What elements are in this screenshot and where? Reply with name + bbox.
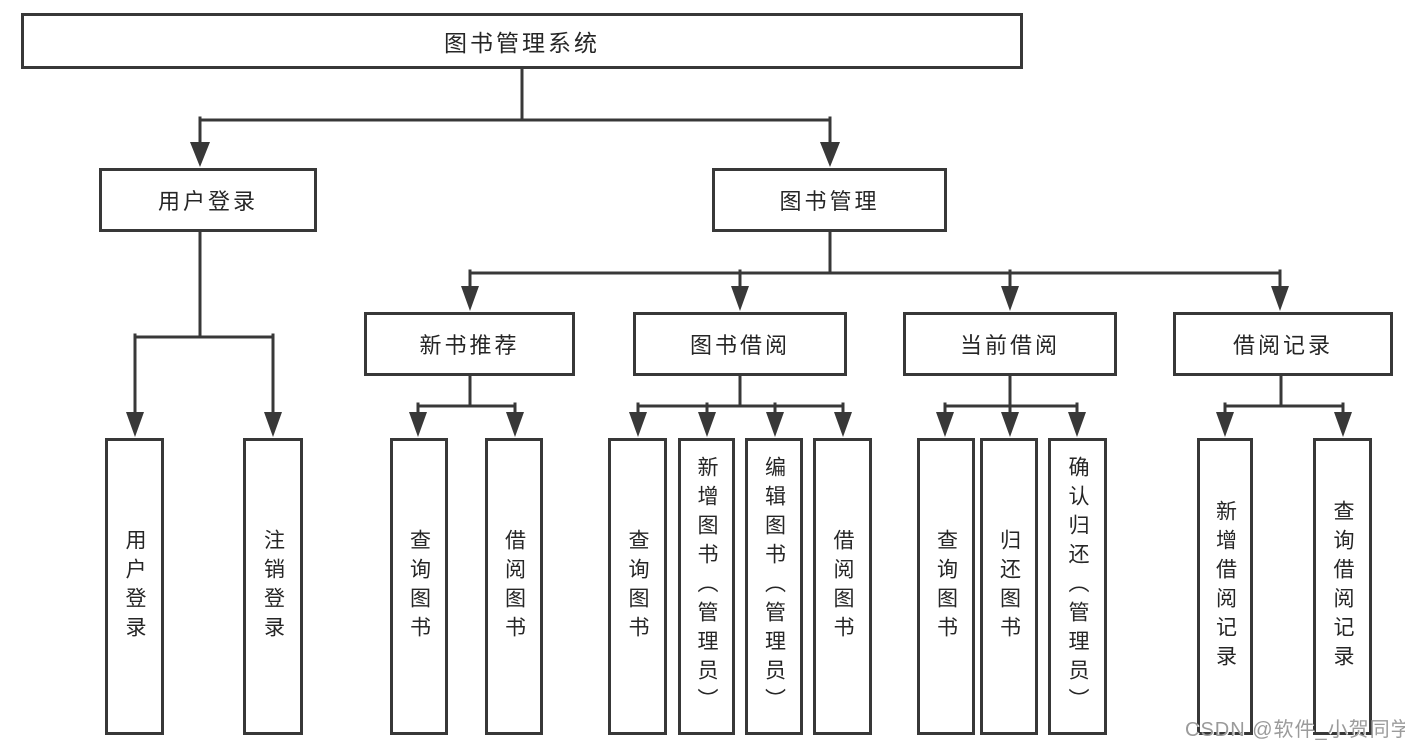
leaf-borrow-add-books-admin: 新增图书（管理员） (678, 438, 735, 735)
arrowhead-icon (126, 412, 144, 437)
arrowhead-icon (409, 412, 427, 437)
node-user-login: 用户登录 (99, 168, 317, 232)
leaf-borrow-edit-books-admin: 编辑图书（管理员） (745, 438, 803, 735)
connector-user-login-children (126, 230, 282, 437)
leaf-recommend-query-books: 查询图书 (390, 438, 448, 735)
arrowhead-icon (1001, 286, 1019, 311)
leaf-records-query-record: 查询借阅记录 (1313, 438, 1372, 735)
leaf-logout: 注销登录 (243, 438, 303, 735)
arrowhead-icon (1001, 412, 1019, 437)
node-new-book-recommend: 新书推荐 (364, 312, 575, 376)
connector-current-borrow-children (936, 374, 1086, 437)
leaf-borrow-borrow-books: 借阅图书 (813, 438, 872, 735)
leaf-user-login: 用户登录 (105, 438, 164, 735)
arrowhead-icon (1334, 412, 1352, 437)
arrowhead-icon (1068, 412, 1086, 437)
arrowhead-icon (1271, 286, 1289, 311)
leaf-borrow-query-books: 查询图书 (608, 438, 667, 735)
leaf-current-query-books: 查询图书 (917, 438, 975, 735)
leaf-current-return-books: 归还图书 (980, 438, 1038, 735)
arrowhead-icon (506, 412, 524, 437)
arrowhead-icon (766, 412, 784, 437)
leaf-recommend-borrow-books: 借阅图书 (485, 438, 543, 735)
csdn-watermark: CSDN @软件_小贺同学 (1185, 719, 1405, 741)
leaf-records-add-record: 新增借阅记录 (1197, 438, 1253, 735)
connector-book-management-children (461, 230, 1289, 311)
connector-new-book-recommend-children (409, 374, 524, 437)
node-book-borrow: 图书借阅 (633, 312, 847, 376)
arrowhead-icon (820, 142, 840, 167)
arrowhead-icon (698, 412, 716, 437)
connector-borrow-records-children (1216, 374, 1352, 437)
arrowhead-icon (936, 412, 954, 437)
connector-root-to-level2 (190, 67, 840, 167)
arrowhead-icon (834, 412, 852, 437)
arrowhead-icon (731, 286, 749, 311)
node-borrow-records: 借阅记录 (1173, 312, 1393, 376)
arrowhead-icon (461, 286, 479, 311)
arrowhead-icon (264, 412, 282, 437)
arrowhead-icon (190, 142, 210, 167)
leaf-current-confirm-return-admin: 确认归还（管理员） (1048, 438, 1107, 735)
arrowhead-icon (629, 412, 647, 437)
arrowhead-icon (1216, 412, 1234, 437)
node-library-management-system: 图书管理系统 (21, 13, 1023, 69)
node-current-borrow: 当前借阅 (903, 312, 1117, 376)
connector-book-borrow-children (629, 374, 852, 437)
node-book-management: 图书管理 (712, 168, 947, 232)
